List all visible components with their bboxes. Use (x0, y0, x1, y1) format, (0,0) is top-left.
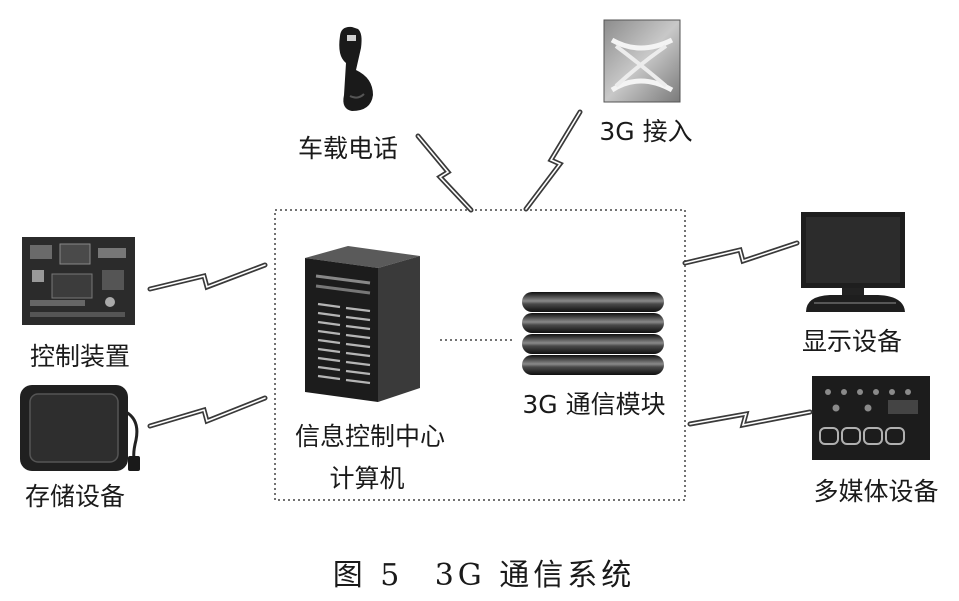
3g-module-icon (522, 292, 664, 375)
storage-device-label: 存储设备 (25, 482, 125, 511)
center-computer-label-line1: 信息控制中心 (295, 422, 445, 451)
comm-module-label: 3G 通信模块 (522, 390, 665, 419)
multimedia-icon (812, 376, 930, 460)
wireless-link-multimedia-device (687, 409, 813, 429)
figure-title: 3G 通信系统 (435, 558, 636, 593)
circuit-board-icon (22, 237, 135, 325)
wireless-link-display-device (682, 240, 800, 266)
car-phone-label: 车载电话 (298, 134, 398, 163)
wireless-link-storage-device (147, 395, 268, 429)
system-boundary-box (274, 209, 686, 501)
hard-drive-icon (20, 385, 140, 471)
multimedia-device-label: 多媒体设备 (813, 477, 938, 506)
control-device-label: 控制装置 (30, 342, 130, 371)
car-phone-icon (339, 26, 373, 112)
wireless-link-3g-access (523, 109, 583, 212)
wireless-link-car-phone (415, 133, 474, 213)
center-computer-label-line2: 计算机 (329, 464, 404, 493)
server-vents (317, 302, 371, 385)
wireless-link-control-device (147, 262, 268, 292)
display-device-label: 显示设备 (802, 327, 902, 356)
3g-access-icon (603, 19, 681, 103)
monitor-icon (801, 212, 905, 312)
3g-access-label: 3G 接入 (599, 117, 692, 146)
figure-number: 图 5 (333, 558, 404, 593)
server-tower-icon (305, 246, 420, 402)
